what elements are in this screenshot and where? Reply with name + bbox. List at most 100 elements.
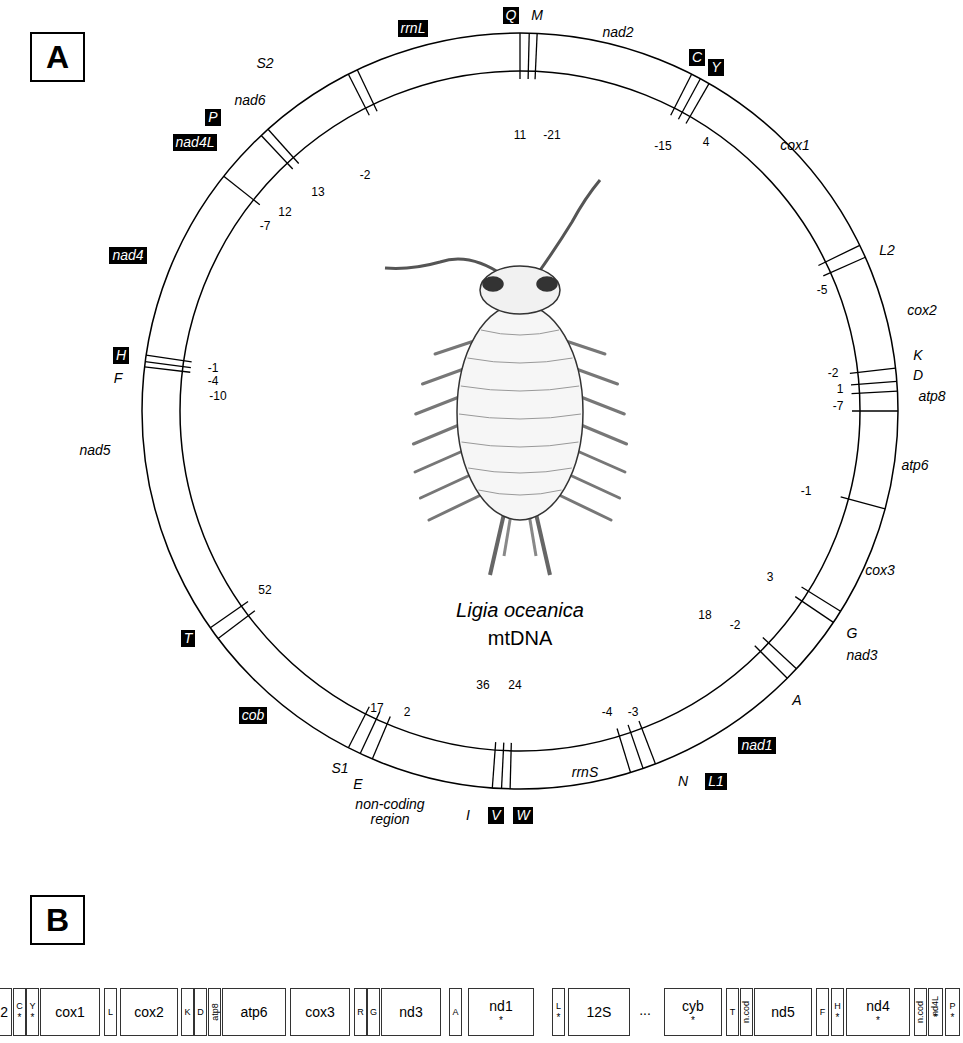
gene-name: 2 <box>0 1004 8 1020</box>
segment-line <box>481 330 559 335</box>
overlap-number: -3 <box>628 705 639 719</box>
gene-name: K <box>184 1007 190 1017</box>
overlap-number: -5 <box>817 283 828 297</box>
leg <box>416 396 462 414</box>
isopod-illustration <box>385 180 627 575</box>
gene-name: Y <box>29 1001 35 1011</box>
star-mark: * <box>934 1013 938 1023</box>
eye <box>537 277 557 291</box>
gene-boundaries <box>145 33 898 789</box>
gene-name: atp8 <box>210 1003 220 1021</box>
gene-name: cyb <box>682 998 704 1014</box>
overlap-number: 3 <box>767 570 774 584</box>
gene-name: L1 <box>708 773 724 790</box>
boundary-tick <box>528 33 529 79</box>
gene-name: C <box>16 1001 23 1011</box>
gene-name: nad4L <box>176 134 215 151</box>
segment-line <box>461 442 578 447</box>
leg <box>429 494 483 520</box>
leg <box>575 450 625 472</box>
gene-block: T <box>726 988 739 1036</box>
gene-label: M <box>531 7 543 23</box>
gene-label: A <box>792 692 801 708</box>
panel-label: A <box>30 32 85 82</box>
gene-label: L2 <box>879 242 895 258</box>
overlap-number: -2 <box>730 618 741 632</box>
overlap-number: -1 <box>801 484 812 498</box>
gene-block: nd5 <box>754 988 812 1036</box>
gene-name: G <box>370 1007 377 1017</box>
boundary-tick <box>535 33 537 79</box>
gene-label: atp8 <box>918 388 945 404</box>
gene-box: T <box>181 630 196 647</box>
gene-name: F <box>820 1007 826 1017</box>
gene-name: P <box>949 1001 955 1011</box>
boundary-tick <box>795 597 833 623</box>
gene-label: nad2 <box>602 24 633 40</box>
gene-name: T <box>730 1007 736 1017</box>
gene-label: S1 <box>331 760 348 776</box>
star-mark: * <box>18 1013 22 1023</box>
boundary-tick <box>268 129 299 163</box>
gene-block: P* <box>945 988 960 1036</box>
gene-block: atp6 <box>222 988 286 1036</box>
boundary-tick <box>763 637 797 668</box>
boundary-tick <box>678 79 700 119</box>
gene-name: D <box>197 1007 204 1017</box>
star-mark: * <box>557 1013 561 1023</box>
leg <box>568 474 620 498</box>
gene-name: T <box>184 630 193 647</box>
overlap-number: 52 <box>258 583 271 597</box>
boundary-tick <box>852 410 898 411</box>
overlap-number: -15 <box>654 139 671 153</box>
overlap-number: -7 <box>260 219 271 233</box>
overlap-number: 12 <box>278 205 291 219</box>
overlap-number: 18 <box>698 608 711 622</box>
boundary-tick <box>146 355 191 362</box>
gene-block: cox1 <box>40 988 100 1036</box>
boundary-tick <box>348 707 369 748</box>
gene-box: nad1 <box>738 737 775 754</box>
boundary-tick <box>755 646 788 679</box>
gene-name: R <box>357 1007 364 1017</box>
boundary-tick <box>851 381 897 385</box>
antenna <box>536 180 600 276</box>
overlap-number: 17 <box>370 701 383 715</box>
star-mark: * <box>951 1013 955 1023</box>
gene-block: n.cod <box>914 988 927 1036</box>
gene-name: B <box>46 902 69 939</box>
gene-box: L1 <box>705 773 727 790</box>
boundary-tick <box>802 587 841 611</box>
gene-name: cox3 <box>305 1004 335 1020</box>
gene-label: cox3 <box>865 562 895 578</box>
gene-label: G <box>847 625 858 641</box>
panel-label: B <box>30 895 85 945</box>
overlap-number: 2 <box>404 705 411 719</box>
gene-label: rrnS <box>572 764 598 780</box>
gene-name: Y <box>711 59 720 76</box>
gene-name: L <box>108 1007 113 1017</box>
gene-label: nad3 <box>846 647 877 663</box>
inner-ring <box>180 71 860 751</box>
boundary-tick <box>145 367 191 372</box>
gene-label: S2 <box>256 55 273 71</box>
boundary-tick <box>671 74 692 115</box>
gene-block: R <box>354 988 367 1036</box>
overlap-number: -4 <box>602 705 613 719</box>
boundary-tick <box>502 743 504 789</box>
gene-label: D <box>913 367 923 383</box>
overlap-number: 4 <box>703 135 710 149</box>
gene-block: L* <box>552 988 565 1036</box>
gene-block: K <box>181 988 194 1036</box>
gene-label: cox2 <box>907 302 937 318</box>
boundary-tick <box>850 368 896 373</box>
gene-name: cob <box>242 707 265 724</box>
boundary-tick <box>617 728 630 772</box>
genome-label: mtDNA <box>488 627 552 650</box>
species-name: Ligia oceanica <box>456 599 584 622</box>
gene-name: atp6 <box>240 1004 267 1020</box>
gene-name: cox2 <box>134 1004 164 1020</box>
gene-name: rrnL <box>401 20 426 37</box>
overlap-number: 36 <box>476 678 489 692</box>
